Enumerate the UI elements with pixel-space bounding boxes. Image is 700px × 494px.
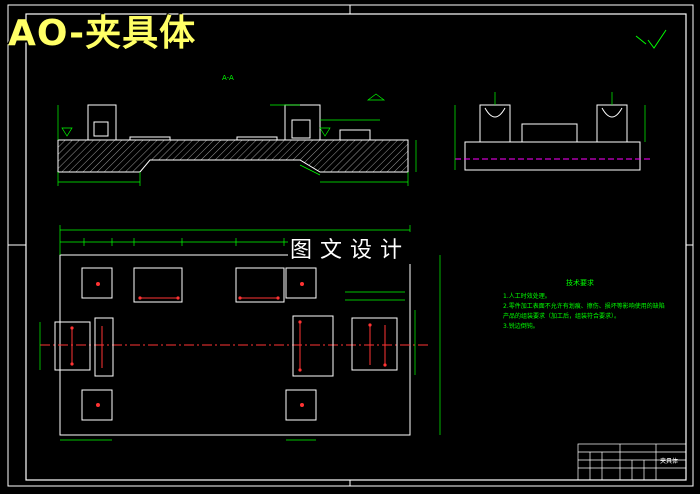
tech-requirements: 技术要求 1.人工时效处理。 2.零件加工表面不允许有划痕、擦伤、损坏等影响使用… bbox=[503, 278, 665, 330]
title-block-name: 夹具体 bbox=[660, 457, 678, 465]
section-slot-right bbox=[291, 119, 311, 139]
inner-border bbox=[25, 13, 687, 481]
side-center-block bbox=[521, 123, 578, 143]
plan-holes bbox=[70, 282, 387, 407]
plan-block-8 bbox=[351, 317, 398, 371]
tech-line-1: 1.人工时效处理。 bbox=[503, 292, 551, 300]
plan-block-10 bbox=[285, 389, 317, 421]
section-view-aa: A-A bbox=[57, 74, 417, 186]
section-dims bbox=[57, 93, 417, 186]
tech-line-4: 3.锐边倒钝。 bbox=[503, 322, 539, 330]
side-vblock-left bbox=[484, 107, 506, 118]
section-slot-left bbox=[93, 121, 109, 137]
side-view bbox=[454, 92, 650, 171]
side-block-right bbox=[596, 104, 628, 143]
section-boss-right bbox=[284, 104, 321, 141]
section-step-3 bbox=[339, 129, 371, 141]
plan-block-2 bbox=[133, 267, 183, 303]
roughness-symbol bbox=[635, 29, 667, 49]
tech-line-2: 2.零件加工表面不允许有划痕、擦伤、损坏等影响使用的缺陷 bbox=[503, 302, 665, 310]
title-block bbox=[577, 443, 687, 481]
plan-block-1 bbox=[81, 267, 113, 299]
drawing-title: AO-夹具体 bbox=[8, 13, 197, 54]
side-dims bbox=[454, 92, 646, 170]
section-body bbox=[57, 139, 409, 173]
section-step-2 bbox=[236, 136, 278, 141]
section-label: A-A bbox=[222, 74, 234, 82]
plan-bolt-lines bbox=[71, 297, 386, 370]
side-base bbox=[464, 141, 641, 171]
section-boss-left bbox=[87, 104, 117, 141]
tech-line-3: 产品的组装要求（加工后，组装符合要求）。 bbox=[503, 312, 620, 320]
plan-block-5 bbox=[54, 321, 91, 371]
plan-block-6 bbox=[94, 317, 114, 377]
plan-block-9 bbox=[81, 389, 113, 421]
section-step-1 bbox=[129, 136, 171, 141]
plan-block-3 bbox=[235, 267, 285, 303]
watermark: 图文设计 bbox=[288, 232, 413, 264]
side-vblock-right bbox=[601, 107, 623, 118]
side-block-left bbox=[479, 104, 511, 143]
plan-block-4 bbox=[285, 267, 317, 299]
tech-heading: 技术要求 bbox=[566, 278, 594, 287]
plan-block-7 bbox=[292, 315, 334, 377]
